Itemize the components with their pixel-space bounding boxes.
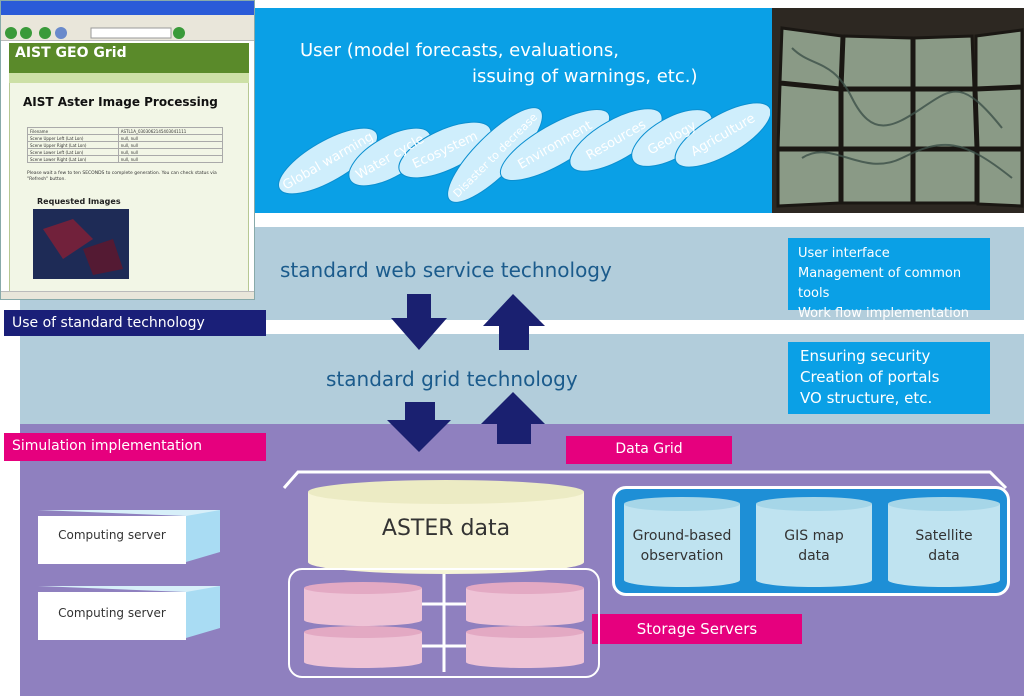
table-row: Scene Upper Left (Lat Lon)null, null — [27, 134, 224, 142]
display-wall-image — [772, 8, 1024, 213]
gis-map-label: GIS map data — [752, 526, 876, 566]
user-title: User (model forecasts, evaluations, issu… — [300, 38, 697, 90]
portal-header — [9, 43, 249, 73]
grid-feature: Creation of portals — [800, 368, 940, 386]
topic-ellipse-environment — [499, 108, 611, 182]
dataset-label-line: observation — [640, 548, 724, 564]
storage-cylinder — [304, 582, 422, 626]
dataset-label-line: GIS map — [784, 528, 844, 544]
satellite-thumbnail-image — [33, 209, 129, 279]
table-cell: null, null — [117, 141, 224, 149]
table-cell: Scene Upper Left (Lat Lon) — [27, 134, 119, 142]
display-wall-photo — [772, 8, 1024, 213]
grid-feature: VO structure, etc. — [800, 389, 933, 407]
topic-ellipse-agriculture — [674, 102, 770, 168]
portal-note: Please wait a few to ten SECONDS to comp… — [27, 171, 217, 182]
arrow-up-upper — [483, 294, 545, 350]
grid-layer-features: Ensuring security Creation of portals VO… — [788, 342, 990, 414]
web-feature: Management of common tools — [798, 266, 962, 301]
table-cell: null, null — [117, 155, 224, 163]
computing-server-label-2: Computing server — [38, 606, 186, 620]
browser-toolbar — [1, 25, 254, 41]
portal-heading: AIST Aster Image Processing — [23, 95, 218, 109]
storage-servers-label: Storage Servers — [592, 614, 802, 644]
data-grid-label: Data Grid — [566, 436, 732, 464]
dataset-label-line: data — [928, 548, 960, 564]
web-layer-features: User interface Management of common tool… — [788, 238, 990, 321]
standard-tech-label: Use of standard technology — [4, 310, 266, 336]
table-cell: Scene Lower Right (Lat Lon) — [27, 155, 119, 163]
portal-brand: AIST GEO Grid — [15, 45, 127, 61]
dataset-label-line: Ground-based — [632, 528, 732, 544]
table-cell: Filename — [27, 127, 119, 135]
dataset-label-line: Satellite — [915, 528, 973, 544]
topic-ellipse-global-warming — [277, 127, 379, 195]
storage-cylinders — [304, 574, 584, 672]
table-row: Scene Lower Left (Lat Lon)null, null — [27, 148, 224, 156]
grid-layer-title: standard grid technology — [326, 367, 578, 391]
topic-ellipses: Global warming Water cycle Ecosystem Dis… — [277, 102, 770, 203]
ground-observation-cylinder — [624, 497, 740, 587]
satellite-data-label: Satellite data — [884, 526, 1004, 566]
user-title-line-1: User (model forecasts, evaluations, — [300, 40, 619, 61]
arrow-down-lower — [387, 402, 451, 452]
browser-titlebar — [1, 1, 254, 15]
dataset-label-line: data — [798, 548, 830, 564]
ground-observation-label: Ground-based observation — [620, 526, 744, 566]
browser-menubar — [1, 15, 254, 25]
browser-nav-icons — [5, 27, 185, 39]
table-cell: null, null — [117, 148, 224, 156]
arrow-up-lower — [481, 392, 545, 444]
table-row: Scene Upper Right (Lat Lon)null, null — [27, 141, 224, 149]
storage-cylinder — [466, 626, 584, 668]
observation-cylinders — [624, 497, 1000, 587]
storage-servers-group — [288, 568, 600, 678]
table-row: Scene Lower Right (Lat Lon)null, null — [27, 155, 224, 163]
data-grid-bracket — [282, 470, 1008, 490]
web-feature: User interface — [798, 246, 890, 261]
table-cell: null, null — [117, 134, 224, 142]
requested-images-heading: Requested Images — [37, 197, 121, 206]
web-layer-title: standard web service technology — [280, 258, 612, 282]
storage-cylinder — [466, 582, 584, 626]
arrow-down-upper — [391, 294, 447, 350]
topic-ellipse-water-cycle — [348, 127, 432, 187]
flow-arrows — [387, 294, 545, 452]
satellite-thumbnail — [33, 209, 129, 279]
simulation-label: Simulation implementation — [4, 433, 266, 461]
browser-statusbar — [1, 291, 254, 299]
computing-server-label-1: Computing server — [38, 528, 186, 542]
user-title-line-2: issuing of warnings, etc.) — [472, 66, 698, 87]
web-feature: Work flow implementation — [798, 306, 969, 321]
portal-tabs — [9, 73, 249, 83]
table-cell: Scene Upper Right (Lat Lon) — [27, 141, 119, 149]
gis-map-cylinder — [756, 497, 872, 587]
topic-ellipse-ecosystem — [398, 121, 492, 179]
grid-feature: Ensuring security — [800, 347, 931, 365]
topic-ellipse-resources — [569, 108, 663, 172]
table-cell: ASTL1A_0303062145403041111 — [117, 127, 224, 135]
storage-cylinder — [304, 626, 422, 668]
aster-data-label: ASTER data — [381, 516, 511, 541]
portal-browser-window: AIST GEO Grid AIST Aster Image Processin… — [0, 0, 255, 300]
satellite-data-cylinder — [888, 497, 1000, 587]
table-cell: Scene Lower Left (Lat Lon) — [27, 148, 119, 156]
